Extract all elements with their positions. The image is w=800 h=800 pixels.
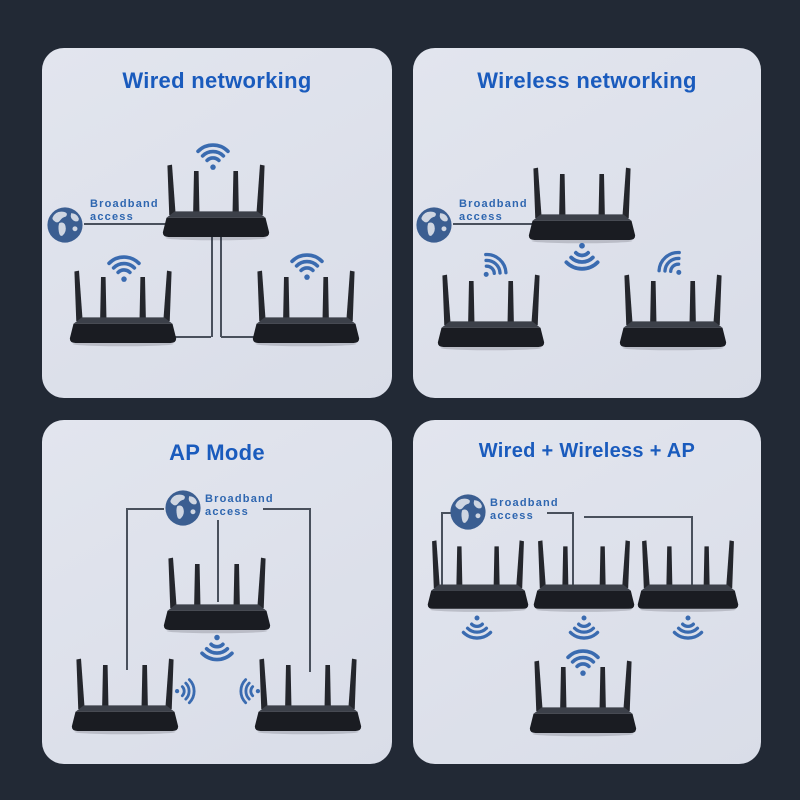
panel-title: AP Mode: [169, 440, 265, 465]
wire: [220, 236, 222, 337]
wire: [84, 223, 170, 225]
wire: [217, 520, 219, 602]
router-device-icon: [162, 553, 272, 634]
wire: [691, 516, 693, 590]
router-device-icon: [618, 270, 728, 351]
broadband-access-label: Broadband access: [459, 198, 528, 223]
broadband-access-label: Broadband access: [205, 493, 274, 518]
panel-ap-mode: AP Mode Broadband access: [42, 420, 392, 764]
router-device-icon: [636, 536, 740, 612]
router-device-icon: [161, 160, 271, 241]
wifi-signal-icon: [231, 677, 265, 705]
wire: [547, 512, 572, 514]
wifi-signal-icon: [457, 613, 497, 646]
router-device-icon: [253, 654, 363, 735]
wire: [441, 512, 443, 590]
panel-wired-networking: Wired networking Broadband access: [42, 48, 392, 398]
router-device-icon: [70, 654, 180, 735]
wire: [170, 336, 211, 338]
wire: [126, 508, 164, 510]
globe-icon: [449, 493, 487, 531]
wire: [584, 516, 691, 518]
router-device-icon: [426, 536, 530, 612]
wire: [211, 236, 213, 337]
wifi-signal-icon: [564, 613, 604, 646]
wire: [572, 512, 574, 590]
wire: [441, 512, 451, 514]
panel-wired-wireless-ap: Wired + Wireless + AP Broadband access: [413, 420, 761, 764]
broadband-access-label: Broadband access: [90, 198, 159, 223]
wire: [221, 336, 257, 338]
wifi-signal-icon: [195, 632, 239, 669]
wire: [126, 508, 128, 670]
router-device-icon: [436, 270, 546, 351]
router-device-icon: [528, 656, 638, 737]
panel-title: Wired networking: [122, 68, 312, 93]
wifi-signal-icon: [559, 240, 605, 278]
router-device-icon: [527, 163, 637, 244]
globe-icon: [164, 489, 202, 527]
router-device-icon: [68, 266, 178, 347]
panel-title: Wireless networking: [477, 68, 697, 93]
panel-title: Wired + Wireless + AP: [478, 440, 696, 462]
wifi-signal-icon: [285, 246, 329, 283]
wifi-signal-icon: [170, 677, 204, 705]
broadband-access-label: Broadband access: [490, 497, 559, 522]
panel-wireless-networking: Wireless networking Broadband access: [413, 48, 761, 398]
wire: [309, 508, 311, 672]
globe-icon: [415, 206, 453, 244]
wifi-signal-icon: [191, 136, 235, 173]
wifi-signal-icon: [561, 642, 605, 679]
wire: [263, 508, 309, 510]
wifi-signal-icon: [102, 248, 146, 285]
wifi-signal-icon: [668, 613, 708, 646]
router-device-icon: [251, 266, 361, 347]
wire: [453, 223, 535, 225]
wifi-signal-icon: [474, 249, 514, 282]
globe-icon: [46, 206, 84, 244]
wifi-signal-icon: [651, 247, 691, 280]
router-device-icon: [532, 536, 636, 612]
